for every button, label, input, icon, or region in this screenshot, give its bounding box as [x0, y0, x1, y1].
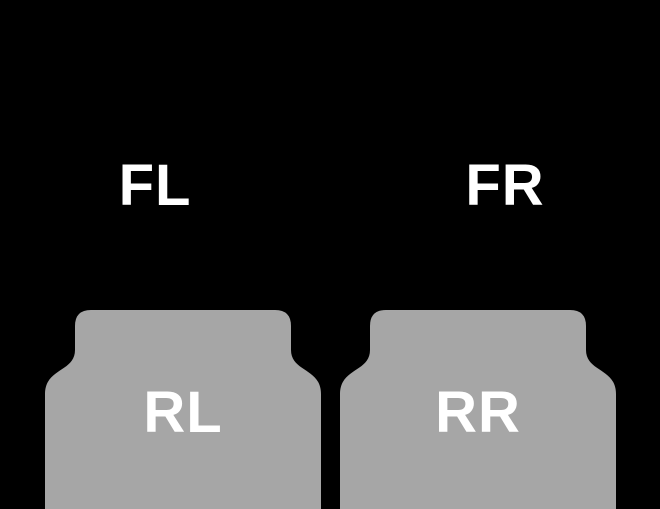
rear-right-mat-shape — [340, 310, 616, 509]
rear-left-mat-label: RL — [143, 380, 223, 445]
front-right-mat-label: FR — [465, 153, 545, 218]
rear-left-mat-shape — [45, 310, 321, 509]
front-left-mat-label: FL — [118, 153, 192, 218]
rear-right-mat — [340, 310, 616, 509]
rear-left-mat — [45, 310, 321, 509]
rear-right-mat-label: RR — [435, 380, 521, 445]
